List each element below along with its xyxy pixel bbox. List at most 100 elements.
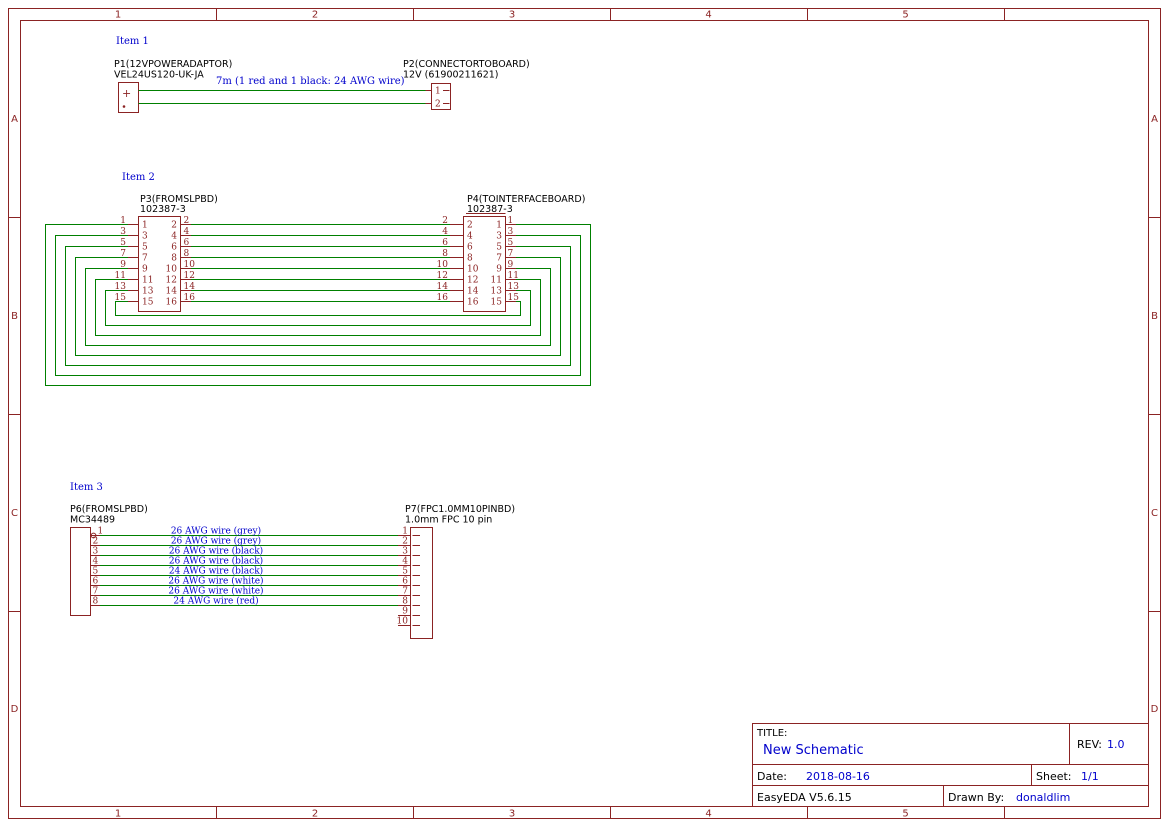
item1-heading: Item 1: [116, 36, 149, 47]
pin-number: 6: [442, 238, 448, 248]
p7-symbol-body: [410, 527, 433, 639]
pin-name: 15: [142, 298, 154, 308]
p7-part: 1.0mm FPC 10 pin: [405, 515, 492, 526]
pin-name: 1: [142, 221, 148, 231]
item1-wire-note: 7m (1 red and 1 black: 24 AWG wire): [216, 76, 405, 87]
date-value: 2018-08-16: [806, 770, 870, 783]
pin-number: 3: [508, 227, 514, 237]
p4-symbol-body: [463, 216, 506, 312]
pin-name: 8: [171, 254, 177, 264]
pin-name: 13: [142, 287, 154, 297]
pin-name: 2: [467, 221, 473, 231]
p1-minus-dot: [122, 105, 126, 108]
sheet-label: Sheet:: [1036, 770, 1072, 783]
pin-number: 2: [93, 537, 99, 547]
pin-number: 16: [437, 293, 449, 303]
pin-number: 5: [93, 567, 99, 577]
p3-refdes: P3(FROMSLPBD): [140, 194, 218, 205]
drawn-by-value: donaldlim: [1016, 791, 1070, 804]
frame-column-label: 4: [705, 809, 711, 820]
loop-wire: [45, 224, 591, 386]
wire-label: 26 AWG wire (black): [169, 546, 263, 557]
frame-column-label: 3: [509, 10, 515, 21]
pin-name: 15: [491, 298, 503, 308]
pin-number: 5: [402, 567, 408, 577]
pin-number: 4: [184, 227, 190, 237]
pin-number: 11: [115, 271, 126, 281]
frame-row-label: D: [11, 704, 19, 715]
pin-name: 2: [171, 221, 177, 231]
frame-row-label: A: [1151, 114, 1158, 125]
title-block: TITLE: New Schematic REV: 1.0 Date: 2018…: [752, 723, 1149, 807]
pin-name: 9: [142, 265, 148, 275]
p3-part: 102387-3: [140, 204, 186, 215]
pin-number: 2: [435, 100, 441, 110]
loop-wire: [95, 279, 541, 336]
pin-name: 14: [166, 287, 178, 297]
pin-number: 8: [442, 249, 448, 259]
schematic-title: New Schematic: [763, 743, 864, 758]
frame-column-label: 5: [902, 10, 908, 21]
pin-name: 12: [467, 276, 478, 286]
pin-number: 11: [508, 271, 519, 281]
pin-name: 7: [496, 254, 502, 264]
pin-number: 5: [508, 238, 514, 248]
loop-wire: [115, 301, 521, 316]
pin-number: 15: [508, 293, 520, 303]
wire-label: 26 AWG wire (white): [168, 586, 263, 597]
pin-number: 1: [120, 216, 126, 226]
pin-number: 3: [93, 547, 99, 557]
pin-number: 14: [437, 282, 449, 292]
pin-name: 10: [467, 265, 479, 275]
pin-name: 9: [496, 265, 502, 275]
p1-plus-marker: +: [122, 87, 131, 100]
p1-part: VEL24US120-UK-JA: [114, 70, 204, 81]
item2-group: Item 2 P3(FROMSLPBD) 102387-3 P4(TOINTER…: [45, 172, 591, 386]
pin-name: 7: [142, 254, 148, 264]
pin-number: 3: [402, 547, 408, 557]
item3-group: Item 3 P6(FROMSLPBD) MC34489 P7(FPC1.0MM…: [70, 482, 515, 639]
loop-wire: [85, 268, 551, 346]
p6-refdes: P6(FROMSLPBD): [70, 504, 148, 515]
wire-label: 24 AWG wire (black): [169, 566, 263, 577]
p4-refdes: P4(TOINTERFACEBOARD): [467, 194, 585, 205]
loop-wire: [105, 290, 531, 326]
date-label: Date:: [757, 770, 787, 783]
pin-number: 8: [402, 597, 408, 607]
pin-number: 8: [93, 597, 99, 607]
pin-number: 9: [120, 260, 126, 270]
pin-number: 1: [98, 527, 104, 537]
pin-name: 5: [142, 243, 148, 253]
frame-inner-border: [20, 20, 1149, 807]
pin-number: 12: [184, 271, 195, 281]
sheet-value: 1/1: [1081, 770, 1099, 783]
p3-symbol-body: [138, 216, 181, 312]
pin-number: 12: [437, 271, 448, 281]
item2-heading: Item 2: [122, 172, 155, 183]
pin-name: 3: [142, 232, 148, 242]
frame-column-label: 4: [705, 10, 711, 21]
pin-name: 3: [496, 232, 502, 242]
item1-group: Item 1 P1(12VPOWERADAPTOR) VEL24US120-UK…: [114, 36, 530, 113]
pin-name: 5: [496, 243, 502, 253]
frame-row-label: C: [11, 508, 18, 519]
p2-refdes: P2(CONNECTORTOBOARD): [403, 59, 530, 70]
p1-symbol-body: [118, 82, 139, 113]
pin-number: 8: [184, 249, 190, 259]
pin-name: 16: [467, 298, 479, 308]
pin-name: 11: [491, 276, 502, 286]
pin-name: 11: [142, 276, 153, 286]
frame-column-label: 1: [115, 809, 121, 820]
pin-name: 4: [467, 232, 473, 242]
pin-number: 7: [508, 249, 514, 259]
item3-heading: Item 3: [70, 482, 103, 493]
pin-number: 9: [402, 607, 408, 617]
wire-label: 26 AWG wire (white): [168, 576, 263, 587]
frame-row-label: C: [1151, 508, 1158, 519]
frame-row-label: A: [11, 114, 18, 125]
p2-part: 12V (61900211621): [403, 70, 499, 81]
